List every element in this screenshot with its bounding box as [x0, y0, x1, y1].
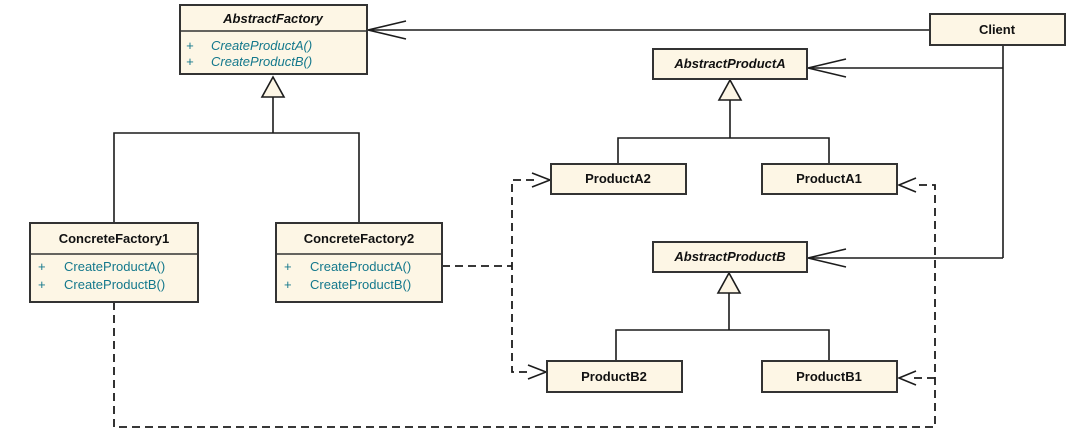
visibility-plus: +: [186, 38, 194, 53]
class-box-abstractfactory: AbstractFactory + CreateProductA() + Cre…: [179, 4, 368, 75]
visibility-plus: +: [38, 277, 46, 292]
class-rect-productb1: [761, 360, 898, 393]
class-rect-concretefactory1: [29, 222, 199, 303]
open-arrowhead-productb1: [896, 370, 917, 386]
class-box-client: Client: [929, 13, 1066, 46]
method-createproducta: CreateProductA(): [211, 38, 312, 53]
class-title-producta2: ProductA2: [585, 171, 651, 186]
dependency-concretefactory2-vertical: [511, 179, 534, 373]
class-box-concretefactory1: ConcreteFactory1 + CreateProductA() + Cr…: [29, 222, 199, 303]
dependency-concretefactory1-route: [113, 184, 936, 428]
class-rect-abstractfactory: [179, 4, 368, 75]
visibility-plus: +: [284, 277, 292, 292]
method-createproductb: CreateProductB(): [310, 277, 411, 292]
class-rect-producta2: [550, 163, 687, 195]
class-title-abstractproducta: AbstractProductA: [673, 56, 785, 71]
open-arrowhead-producta1: [896, 177, 917, 193]
class-rect-productb2: [546, 360, 683, 393]
method-createproducta: CreateProductA(): [64, 259, 165, 274]
method-createproductb: CreateProductB(): [211, 54, 312, 69]
generalization-triangle-abstractproducta: [717, 78, 743, 101]
open-arrowhead-producta2: [531, 172, 553, 188]
class-rect-client: [929, 13, 1066, 46]
class-box-producta1: ProductA1: [761, 163, 898, 195]
class-box-productb2: ProductB2: [546, 360, 683, 393]
class-box-productb1: ProductB1: [761, 360, 898, 393]
class-rect-concretefactory2: [275, 222, 443, 303]
generalization-triangle-abstractproductb: [716, 271, 742, 294]
class-title-concretefactory1: ConcreteFactory1: [59, 231, 170, 246]
class-title-abstractproductb: AbstractProductB: [673, 249, 785, 264]
class-rect-producta1: [761, 163, 898, 195]
generalization-lines-producta: [617, 100, 830, 164]
class-rect-abstractproducta: [652, 48, 808, 80]
visibility-plus: +: [186, 54, 194, 69]
class-box-concretefactory2: ConcreteFactory2 + CreateProductA() + Cr…: [275, 222, 443, 303]
class-box-abstractproducta: AbstractProductA: [652, 48, 808, 80]
class-title-producta1: ProductA1: [796, 171, 862, 186]
class-title-concretefactory2: ConcreteFactory2: [304, 231, 415, 246]
method-createproductb: CreateProductB(): [64, 277, 165, 292]
class-box-producta2: ProductA2: [550, 163, 687, 195]
class-title-client: Client: [979, 22, 1016, 37]
class-title-abstractfactory: AbstractFactory: [222, 11, 323, 26]
visibility-plus: +: [38, 259, 46, 274]
visibility-plus: +: [284, 259, 292, 274]
open-arrowhead-productb2: [527, 364, 549, 380]
class-title-productb1: ProductB1: [796, 369, 862, 384]
method-createproducta: CreateProductA(): [310, 259, 411, 274]
generalization-lines-factories: [113, 97, 360, 223]
generalization-triangle-abstractfactory: [260, 75, 286, 98]
generalization-lines-productb: [615, 293, 830, 361]
class-box-abstractproductb: AbstractProductB: [652, 241, 808, 273]
class-rect-abstractproductb: [652, 241, 808, 273]
class-title-productb2: ProductB2: [581, 369, 647, 384]
